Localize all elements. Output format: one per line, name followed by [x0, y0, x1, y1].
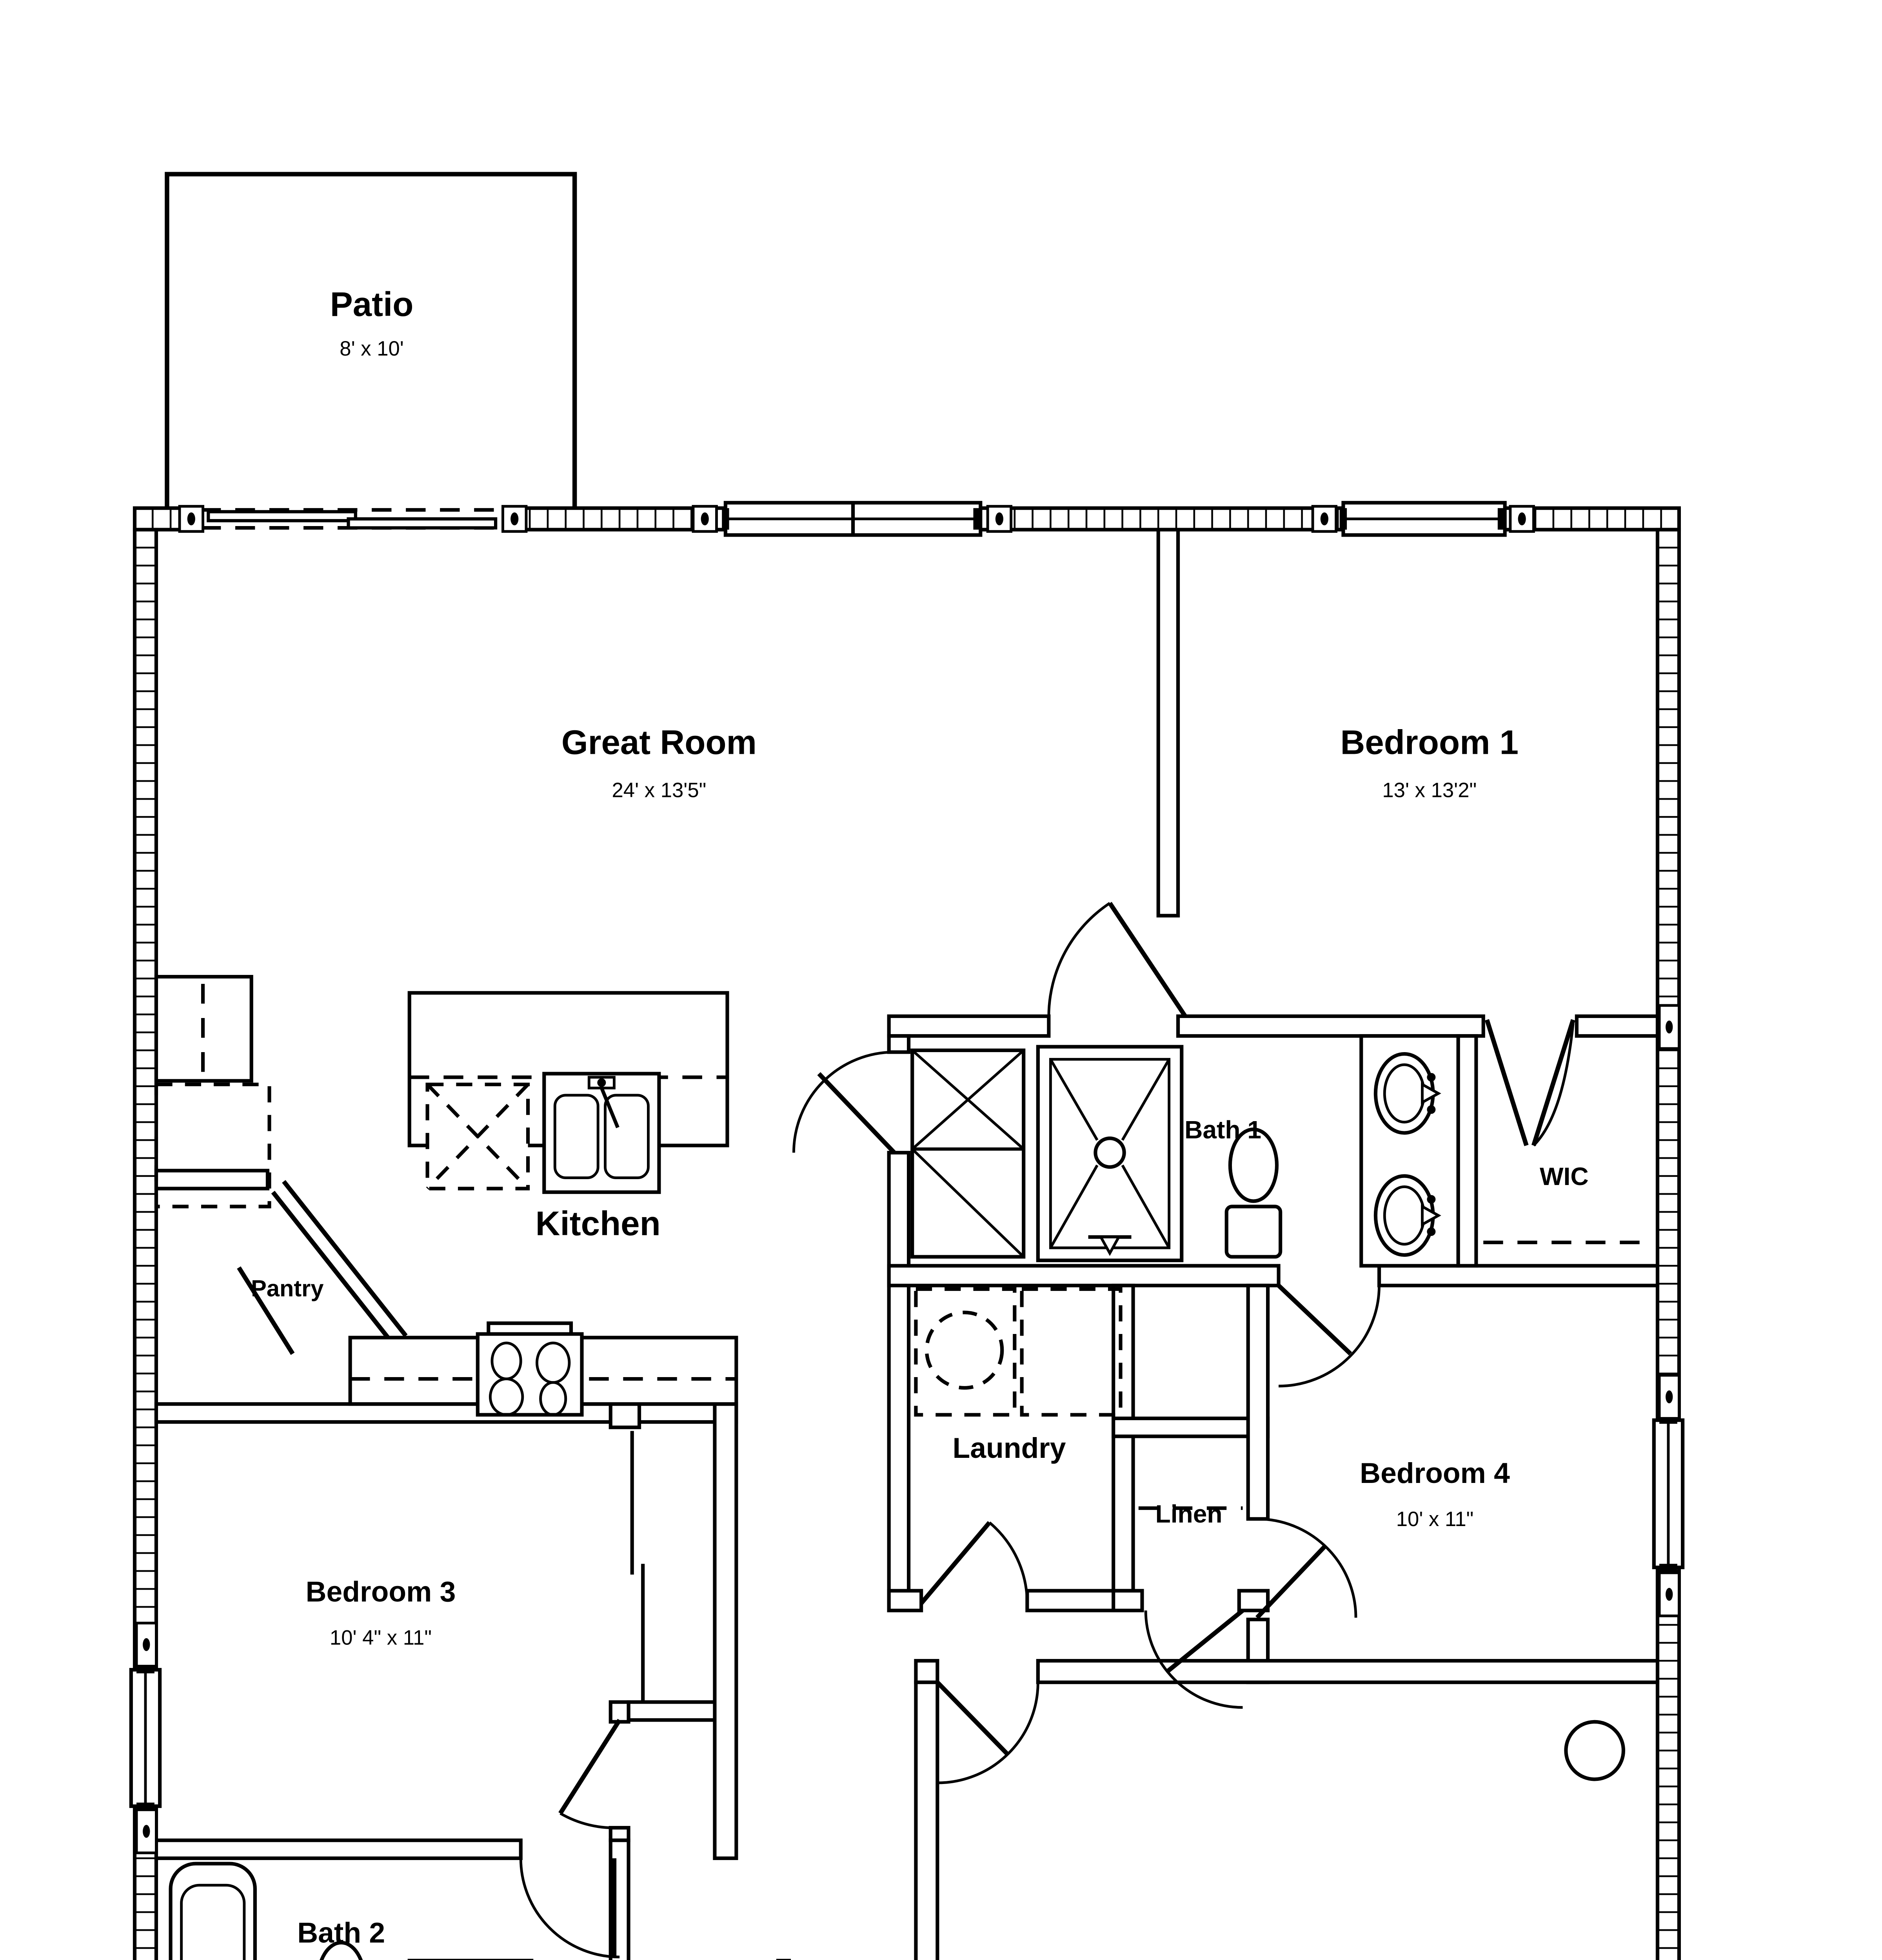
- kitchen-fixtures: [154, 975, 738, 1417]
- laundry-label: Laundry: [953, 1432, 1066, 1464]
- bedroom-3-window: [129, 1666, 162, 1810]
- bedroom-1-label: Bedroom 1: [1341, 724, 1519, 762]
- bedroom-4-door: [1255, 1517, 1357, 1619]
- bedroom-1-dims: 13' x 13'2": [1382, 779, 1477, 802]
- great-room-window: [722, 501, 983, 537]
- kitchen-sink: [542, 1072, 661, 1194]
- shower: [1036, 1045, 1184, 1262]
- water-heater: [1564, 1720, 1626, 1781]
- bedroom-4-window: [1652, 1416, 1685, 1571]
- wic-label: WIC: [1540, 1162, 1589, 1191]
- bath-1-cabinet: [910, 1048, 1026, 1259]
- bedroom-4-dims: 10' x 11": [1396, 1508, 1474, 1531]
- patio-sliding-door: [197, 505, 507, 534]
- laundry-fixtures: [914, 1287, 1123, 1417]
- toilet-bath-1: [1224, 1127, 1283, 1259]
- bedroom-3-label: Bedroom 3: [306, 1575, 456, 1608]
- room-labels: Patio 8' x 10' Great Room 24' x 13'5" Be…: [251, 285, 1588, 1960]
- dryer: [1020, 1287, 1123, 1417]
- refrigerator: [154, 1082, 271, 1209]
- linen-door: [1144, 1608, 1244, 1709]
- wic-door: [1484, 1019, 1575, 1147]
- bath-2-fixtures: [169, 1862, 534, 1960]
- double-vanity: [1359, 1034, 1460, 1268]
- toilet-bath-2: [320, 1941, 363, 1960]
- bedroom-1-door: [1047, 902, 1187, 1018]
- bath-1-label: Bath 1: [1184, 1116, 1261, 1144]
- foyer-label: Foyer: [774, 1953, 853, 1960]
- garage-entry-door: [936, 1681, 1039, 1784]
- pantry-label: Pantry: [251, 1275, 323, 1301]
- patio-label: Patio: [330, 285, 414, 323]
- bath-2-door: [519, 1858, 620, 1958]
- laundry-door: [919, 1521, 1029, 1605]
- great-room-label: Great Room: [561, 724, 757, 762]
- bedroom-4-label: Bedroom 4: [1360, 1457, 1510, 1489]
- interior-walls: [154, 528, 1660, 1960]
- bathtub: [169, 1862, 257, 1960]
- washer: [914, 1287, 1017, 1417]
- bath-1-door: [1277, 1284, 1381, 1388]
- linen-label: Linen: [1155, 1500, 1223, 1528]
- bedroom-1-window: [1339, 501, 1507, 537]
- bath-2-label: Bath 2: [297, 1917, 385, 1949]
- great-room-dims: 24' x 13'5": [612, 779, 707, 802]
- bedroom-3-dims: 10' 4" x 11": [330, 1626, 432, 1649]
- bath-1-fixtures: [910, 1034, 1651, 1268]
- kitchen-label: Kitchen: [536, 1205, 661, 1243]
- pantry-door: [154, 1169, 408, 1355]
- range: [476, 1321, 584, 1417]
- wall-right: [1655, 528, 1681, 1960]
- bedroom-3-closet: [630, 1431, 645, 1702]
- patio-dims: 8' x 10': [340, 337, 404, 360]
- hall-bath-door: [792, 1051, 896, 1154]
- bedroom-3-door: [558, 1719, 621, 1829]
- dishwasher: [425, 1082, 530, 1191]
